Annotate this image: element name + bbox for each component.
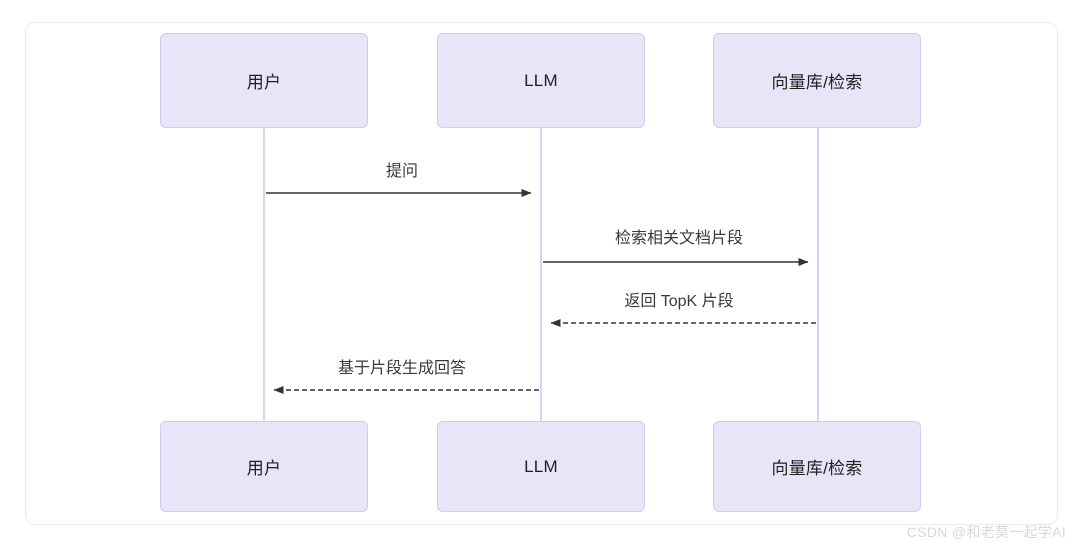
message-label-2: 检索相关文档片段: [614, 230, 744, 247]
participant-box-retriever-bottom[interactable]: 向量库/检索: [713, 421, 921, 512]
participant-box-llm-top[interactable]: LLM: [437, 33, 645, 128]
participant-label-llm-bottom: LLM: [524, 456, 558, 476]
participant-label-retriever-top: 向量库/检索: [771, 73, 863, 92]
participant-box-user-top[interactable]: 用户: [160, 33, 368, 128]
message-label-1: 提问: [385, 163, 419, 180]
message-label-3: 返回 TopK 片段: [624, 293, 734, 310]
participant-label-retriever-bottom: 向量库/检索: [771, 459, 863, 478]
participant-label-llm-top: LLM: [524, 70, 558, 90]
csdn-watermark: CSDN @和老莫一起学AI: [906, 524, 1066, 540]
participant-box-retriever-top[interactable]: 向量库/检索: [713, 33, 921, 128]
participant-label-user-top: 用户: [246, 73, 282, 92]
participant-box-user-bottom[interactable]: 用户: [160, 421, 368, 512]
message-label-4: 基于片段生成回答: [337, 360, 467, 377]
lifelines: [263, 128, 819, 421]
participant-label-user-bottom: 用户: [246, 459, 282, 478]
participant-box-llm-bottom[interactable]: LLM: [437, 421, 645, 512]
